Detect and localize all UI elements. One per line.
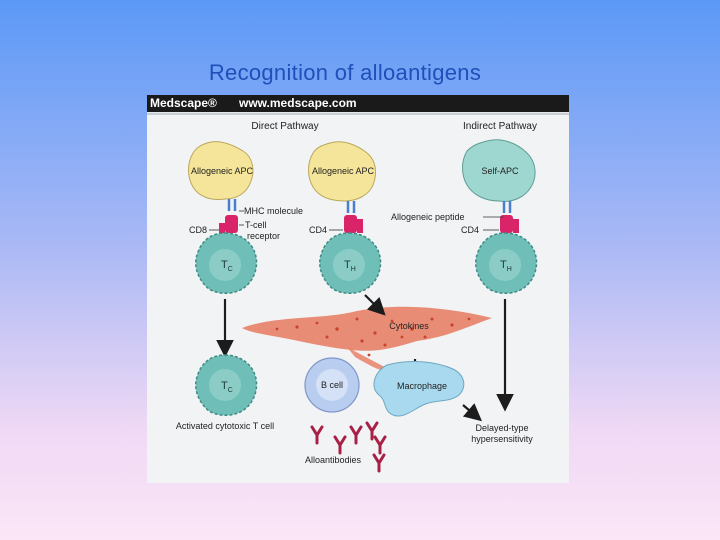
tc-cell (195, 232, 258, 294)
th-cell-indirect-label: TH (500, 259, 512, 273)
macrophage (373, 361, 465, 417)
mhc-tcr-complex-2 (344, 201, 363, 233)
allogeneic-peptide-label: Allogeneic peptide (391, 212, 465, 222)
cytokines-cloud (242, 306, 492, 372)
mhc-tcr-complex-3 (500, 201, 519, 233)
dth-label-line1: Delayed-type (475, 423, 528, 433)
alloantibodies-label: Alloantibodies (305, 455, 362, 465)
th-cell-direct-label: TH (344, 259, 356, 273)
tc-cell-label: TC (221, 259, 233, 273)
tcr-label-line1: T-cell (245, 220, 267, 230)
macrophage-label: Macrophage (397, 381, 447, 391)
activated-tc-cell-label: TC (221, 380, 233, 394)
cd8-label: CD8 (189, 225, 207, 235)
figure-image: Medscape® www.medscape.com Direct Pathwa… (147, 95, 569, 483)
activated-tc-cell (195, 354, 258, 416)
header-indirect-pathway: Indirect Pathway (463, 121, 537, 132)
allogeneic-apc-2-label: Allogeneic APC (312, 166, 375, 176)
activated-tc-label: Activated cytotoxic T cell (176, 421, 274, 431)
slide-title: Recognition of alloantigens (208, 60, 482, 85)
tcr-label-line2: receptor (247, 231, 280, 241)
medscape-banner: Medscape® www.medscape.com (147, 95, 569, 112)
cd4-direct-label: CD4 (309, 225, 327, 235)
self-apc (462, 139, 536, 202)
medscape-url: www.medscape.com (239, 96, 357, 110)
dth-label-line2: hypersensitivity (471, 434, 533, 444)
alloantibodies-icon (310, 421, 387, 473)
b-cell-label: B cell (321, 380, 343, 390)
header-direct-pathway: Direct Pathway (251, 121, 318, 132)
cytokines-label: Cytokines (389, 321, 429, 331)
cd4-indirect-label: CD4 (461, 225, 479, 235)
self-apc-label: Self-APC (481, 166, 519, 176)
allogeneic-apc-1-label: Allogeneic APC (191, 166, 254, 176)
pathway-arrows (216, 294, 514, 422)
th-cell-direct (319, 232, 382, 294)
medscape-logo: Medscape® (150, 96, 217, 110)
mhc-tcr-complex-1 (219, 199, 238, 235)
pathway-diagram: Direct Pathway Indirect Pathway Cytokine… (176, 121, 538, 473)
b-cell (304, 357, 360, 413)
mhc-molecule-label: MHC molecule (244, 206, 303, 216)
diagram-panel: Direct Pathway Indirect Pathway Cytokine… (147, 113, 569, 483)
allogeneic-apc-1 (188, 141, 254, 200)
label-leader-lines (209, 210, 503, 231)
th-cell-indirect (475, 232, 538, 294)
allogeneic-apc-2 (308, 141, 376, 202)
